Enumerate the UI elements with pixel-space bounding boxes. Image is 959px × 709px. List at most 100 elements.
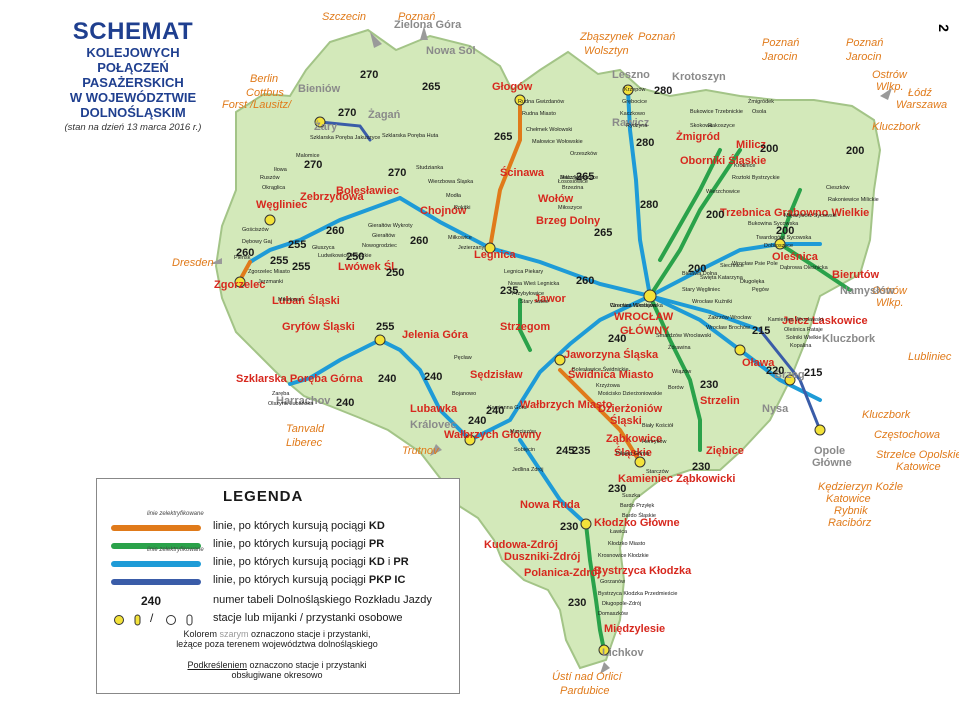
table-number-n255c: 255 <box>292 261 311 273</box>
small-station-s4: Modła <box>446 193 461 199</box>
border-label-wlkp2: Wlkp. <box>876 297 904 309</box>
small-station-s31: Bystrzyca Kłodzka Przedmieście <box>598 591 678 597</box>
legend: LEGENDA linie zelektryfikowane linie, po… <box>96 478 460 694</box>
table-number-n200e: 200 <box>688 263 707 275</box>
station-label-kamieniec: Kamieniec Ząbkowicki <box>618 473 736 485</box>
table-number-n240e: 240 <box>468 415 487 427</box>
station-label-walbrzych-glowny: Wałbrzych Główny <box>444 429 542 441</box>
small-station-s81: Zaręba <box>272 391 290 397</box>
border-label-rybnik: Rybnik <box>834 505 868 517</box>
station-label-ziebice: Ziębice <box>706 445 744 457</box>
small-station-s64: Bojanowo <box>452 391 477 397</box>
line-olesnica-grabowno <box>778 188 802 246</box>
station-label-bielnow: Bieniów <box>298 83 341 95</box>
table-number-n235a: 235 <box>500 285 519 297</box>
border-label-lodz: Łódź <box>908 87 932 99</box>
border-arrows <box>210 26 892 674</box>
small-station-s17: Henryków <box>642 439 667 445</box>
station-label-nysa: Nysa <box>762 403 789 415</box>
border-label-raciborz: Racibórz <box>828 517 872 529</box>
legend-text-kd-pr: linie, po których kursują pociągi KD i P… <box>213 556 409 568</box>
small-station-s29: Krosnowice Kłodzkie <box>598 553 649 559</box>
small-station-s23: Starczów <box>646 469 669 475</box>
arrow-trutnov <box>430 444 442 456</box>
legend-tag: linie zelektryfikowane <box>147 511 204 517</box>
station-label-oborniki: Oborniki Śląskie <box>680 155 767 167</box>
legend-text-table: numer tabeli Dolnośląskiego Rozkładu Jaz… <box>213 594 432 606</box>
small-station-s73: Gierałtów <box>372 233 396 239</box>
station-label-wolow: Wołów <box>538 193 574 205</box>
small-station-s11: Przybyłowice <box>512 291 545 297</box>
station-label-strzegom: Strzegom <box>500 321 551 333</box>
table-number-n270c: 270 <box>304 159 323 171</box>
title-line5: W WOJEWÓDZTWIE <box>69 90 197 105</box>
legend-text-stations: stacje lub mijanki / przystanki osobowe <box>213 612 403 624</box>
station-label-wroclaw2: GŁÓWNY <box>620 325 670 337</box>
table-number-n200c: 200 <box>706 209 725 221</box>
line-olesnica-namyslow <box>778 242 852 292</box>
station-klodzko <box>580 518 592 530</box>
border-label-poznan3: Poznań <box>762 37 800 49</box>
station-label-strzelin: Strzelin <box>700 395 740 407</box>
arrow-dresden <box>210 258 222 264</box>
small-station-s67: Marciszów <box>510 429 536 435</box>
border-label-liberec: Liberec <box>286 437 323 449</box>
table-number-n255b: 255 <box>270 255 289 267</box>
station-label-grabowno: Grabowno Wielkie <box>774 207 870 219</box>
legend-slash: / <box>150 611 154 625</box>
station-label-rawicz: Rawicz <box>612 117 650 129</box>
small-station-s72: Gierałtów Wykroty <box>368 223 413 229</box>
line-klodzko-miedzylesie <box>584 522 606 652</box>
table-number-n260c: 260 <box>236 247 255 259</box>
small-station-s16: Piława Górna <box>616 451 650 457</box>
small-station-s93: Wrocław Brochów <box>706 325 750 331</box>
small-station-s57: Chełmek Wołowski <box>526 127 573 133</box>
small-station-s7: Miłkowice <box>448 235 472 241</box>
arrow-ostrow <box>880 88 892 100</box>
table-number-n200a: 200 <box>760 143 779 155</box>
station-label-nowa-sol: Nowa Sól <box>426 45 476 57</box>
small-station-s90: Bielawa Dolna <box>682 271 718 277</box>
small-station-s40: Osola <box>752 109 767 115</box>
small-station-s26: Bardo Śląskie <box>622 513 656 519</box>
small-station-s44: Międzybórz Sycowski <box>784 213 837 219</box>
border-label-forst: Forst /Lausitz/ <box>222 99 292 111</box>
border-label-kluczbork2: Kluczbork <box>862 409 911 421</box>
line-wroclaw-trzebnica <box>648 148 742 298</box>
small-station-s54: Łososiowice <box>558 179 588 185</box>
table-number-n270d: 270 <box>388 167 407 179</box>
table-number-n260d: 260 <box>576 275 595 287</box>
arrow-lichkov <box>600 662 610 674</box>
small-station-s42: Cieszków <box>826 185 850 191</box>
station-label-jawor: Jawor <box>534 293 566 305</box>
station-label-olawa: Oława <box>742 357 775 369</box>
line-wroclaw-opole <box>758 328 822 432</box>
station-kamieniec <box>634 456 646 468</box>
small-station-s101: Jelcz Miłoszyce <box>560 175 599 181</box>
small-station-s98: Pęgów <box>752 287 769 293</box>
station-zgorzelec <box>234 276 246 288</box>
station-label-krotoszyn: Krotoszyn <box>672 71 726 83</box>
small-station-s56: Małowice Wołowskie <box>532 139 583 145</box>
border-label-poznan2: Poznań <box>638 31 676 43</box>
small-station-s97: Długołęka <box>740 279 765 285</box>
small-station-s47: Dobroszyce <box>764 243 794 249</box>
border-label-dresden: Dresden <box>172 257 214 269</box>
small-station-s86: Iłowa <box>274 167 287 173</box>
small-station-s12: Stary Jawor <box>520 299 550 305</box>
line-wroclaw-olesnica <box>648 242 822 298</box>
small-station-s15: Krzyżowa <box>596 383 620 389</box>
station-label-lwowek: Lwówek Śl. <box>338 261 398 273</box>
legend-stop-major <box>166 615 176 625</box>
border-label-czestochowa: Częstochowa <box>874 429 941 441</box>
small-station-s94: Święta Katarzyna <box>700 275 743 281</box>
table-number-n280a: 280 <box>654 85 673 97</box>
small-station-s52: Miłoszyce <box>558 205 583 211</box>
arrow-szczecin <box>370 32 382 48</box>
line-wroclaw-legnica <box>398 196 652 298</box>
table-number-n250a: 250 <box>346 251 365 263</box>
station-brzeg <box>784 374 796 386</box>
station-label-leszno: Leszno <box>612 69 650 81</box>
title-subtitle: (stan na dzień 13 marca 2016 r.) <box>64 122 202 133</box>
border-label-trutnov: Trutnov <box>402 445 439 457</box>
